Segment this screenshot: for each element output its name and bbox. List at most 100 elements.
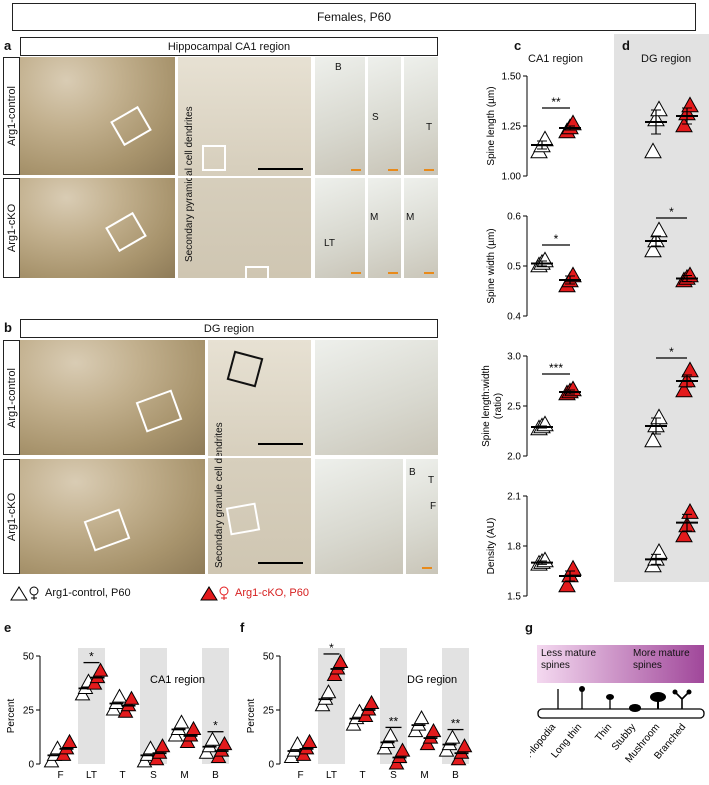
maturity-gradient-bar: Less mature spines More mature spines — [537, 645, 704, 683]
data-point — [444, 729, 461, 744]
roi-box — [105, 211, 147, 253]
legend-control: Arg1-control, P60 — [10, 585, 131, 601]
spine-type-letter: M — [406, 212, 415, 223]
ca1-dendrite-images: Secondary pyramidal cell dendrites — [178, 57, 311, 278]
panel-a-title: Hippocampal CA1 region — [20, 37, 438, 56]
data-point — [675, 381, 693, 398]
y-tick-label: 1.50 — [502, 72, 522, 83]
dg-cko-spine-zoom-2: B T F — [406, 459, 438, 574]
roi-box — [110, 105, 152, 147]
dendrite-label: Secondary pyramidal cell dendrites — [184, 106, 195, 262]
y-tick-label: 2.0 — [507, 452, 521, 463]
y-tick-label: 25 — [23, 706, 35, 717]
spine-type-label: Thin — [593, 722, 614, 744]
significance-stars: * — [213, 719, 218, 733]
data-point — [681, 361, 699, 378]
spine-type-letter: B — [409, 467, 416, 478]
panel-b-title: DG region — [20, 319, 438, 338]
y-axis-label-line: Spine length:width — [481, 365, 492, 447]
x-tick-label: M — [180, 770, 188, 781]
significance-stars: *** — [549, 361, 563, 375]
dg-control-overview-image — [20, 340, 205, 455]
data-point — [204, 731, 221, 746]
y-axis-label: Spine length (µm) — [486, 86, 497, 165]
y-axis-label: Percent — [6, 699, 17, 734]
panel-letter-d: d — [622, 38, 630, 53]
scale-bar — [258, 168, 303, 170]
significance-stars: * — [669, 205, 674, 219]
data-point — [644, 431, 662, 448]
panel-c-title: CA1 region — [528, 53, 584, 65]
spine-type-letter: F — [430, 501, 437, 512]
data-point — [413, 710, 430, 725]
scale-bar — [258, 443, 303, 445]
y-tick-label: 0.6 — [507, 212, 521, 223]
scale-bar — [351, 169, 361, 171]
data-point — [301, 733, 318, 748]
dendrite-shaft — [537, 708, 705, 719]
panel-letter-g: g — [525, 620, 533, 635]
y-tick-label: 1.00 — [502, 172, 522, 183]
roi-box — [225, 502, 261, 536]
panel-letter-c: c — [514, 38, 522, 53]
significance-stars: ** — [451, 717, 461, 731]
data-point — [111, 688, 128, 703]
x-tick-label: M — [420, 770, 428, 781]
panel-b-row2-label: Arg1-cKO — [3, 459, 20, 574]
spine-type-letter: M — [370, 212, 379, 223]
scale-bar — [351, 272, 361, 274]
y-tick-label: 0 — [28, 760, 34, 771]
panel-letter-f: f — [240, 620, 245, 635]
ca1-control-spine-zoom-1: B — [315, 57, 365, 175]
scale-bar — [388, 272, 398, 274]
data-point — [564, 559, 582, 576]
dendrite-label: Secondary granule cell dendrites — [214, 422, 225, 568]
data-point — [558, 576, 576, 593]
y-axis-label: Spine length:width(ratio) — [481, 365, 504, 447]
ca1-control-spine-zoom-3: T — [404, 57, 438, 175]
data-point — [142, 740, 159, 755]
data-point — [681, 96, 699, 113]
significance-stars: ** — [551, 95, 561, 109]
legend-cko-marker — [200, 586, 229, 601]
significance-stars: * — [329, 641, 334, 655]
data-point — [382, 727, 399, 742]
scale-bar — [388, 169, 398, 171]
data-point — [650, 542, 668, 559]
legend-control-label: Arg1-control, P60 — [45, 587, 131, 599]
roi-box — [202, 145, 226, 171]
significance-stars: * — [89, 650, 94, 664]
y-axis-label: Density (AU) — [486, 518, 497, 575]
spine-type-letter: B — [335, 62, 342, 73]
branched-head-left — [672, 689, 678, 695]
x-tick-label: B — [452, 770, 459, 781]
more-mature-label: More mature spines — [633, 648, 690, 671]
data-point — [173, 714, 190, 729]
data-point — [289, 735, 306, 751]
data-point — [675, 526, 693, 543]
data-point — [650, 408, 668, 425]
legend-cko: Arg1-cKO, P60 — [200, 585, 309, 601]
y-tick-label: 0.4 — [507, 312, 521, 323]
data-point — [320, 684, 337, 699]
ca1-cko-spine-zoom-2: M — [368, 178, 401, 278]
x-tick-label: T — [359, 770, 365, 781]
roi-box — [135, 389, 183, 433]
roi-box — [226, 350, 264, 388]
chart-title: DG region — [407, 674, 457, 686]
stubby-spine — [629, 704, 641, 712]
significance-stars: * — [554, 232, 559, 246]
data-point — [394, 742, 411, 757]
y-axis-label: Spine width (µm) — [486, 228, 497, 303]
panel-a-row1-label: Arg1-control — [3, 57, 20, 175]
data-point — [644, 142, 662, 159]
scale-bar — [424, 272, 434, 274]
ca1-cko-overview-image — [20, 178, 175, 278]
data-point — [154, 738, 171, 753]
y-tick-label: 1.25 — [502, 122, 522, 133]
data-point — [332, 653, 349, 669]
spine-type-letter: LT — [324, 238, 335, 249]
